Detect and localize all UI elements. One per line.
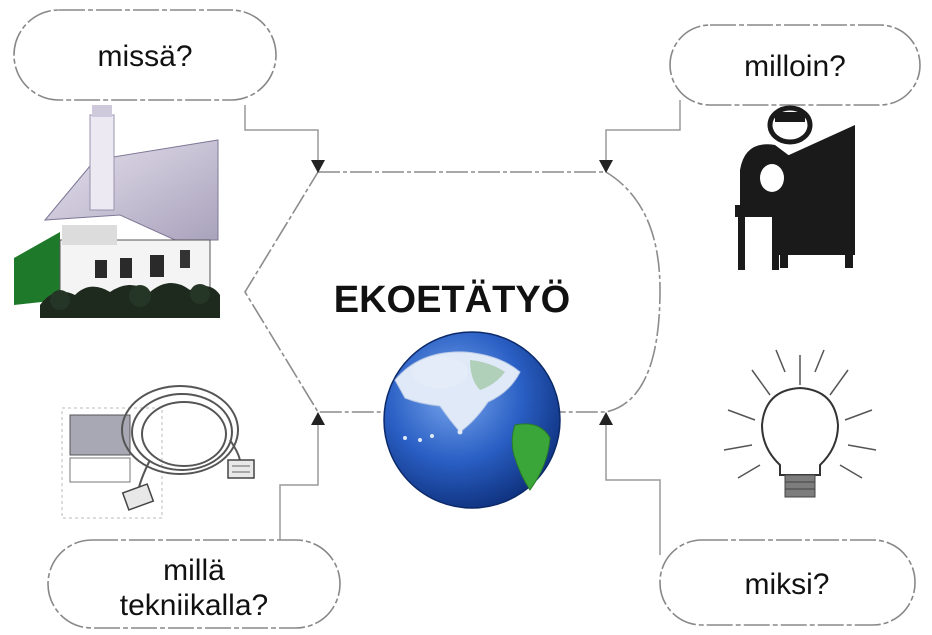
arrow-down-right-icon [599,160,613,173]
arrow-up-left-icon [311,412,325,425]
person-at-desk-icon [735,105,855,270]
connector-lines [244,100,681,555]
lightbulb-icon [723,349,877,498]
center-hexagon [244,171,661,413]
connector-where [244,105,319,160]
connector-why [605,425,661,555]
bubble-why: miksi? [659,539,916,626]
bubble-where-label: missä? [97,40,192,73]
globe-icon [383,331,561,509]
bubble-how-label-line1: millä [163,554,225,587]
connector-how [279,425,319,540]
bubble-why-label: miksi? [744,568,829,601]
bubble-how: millä tekniikalla? [47,539,341,629]
center-title: EKOETÄTYÖ [334,278,570,321]
arrow-down-left-icon [311,160,325,173]
connector-when [605,100,681,160]
cable-and-disk-icon [61,385,255,519]
bubble-where: missä? [13,9,277,101]
bubble-how-label-line2: tekniikalla? [120,589,268,622]
arrow-up-right-icon [599,412,613,425]
house-clipart-icon [14,105,220,318]
arrows [311,160,613,425]
bubble-when: milloin? [669,24,921,106]
bubble-when-label: milloin? [744,50,846,83]
